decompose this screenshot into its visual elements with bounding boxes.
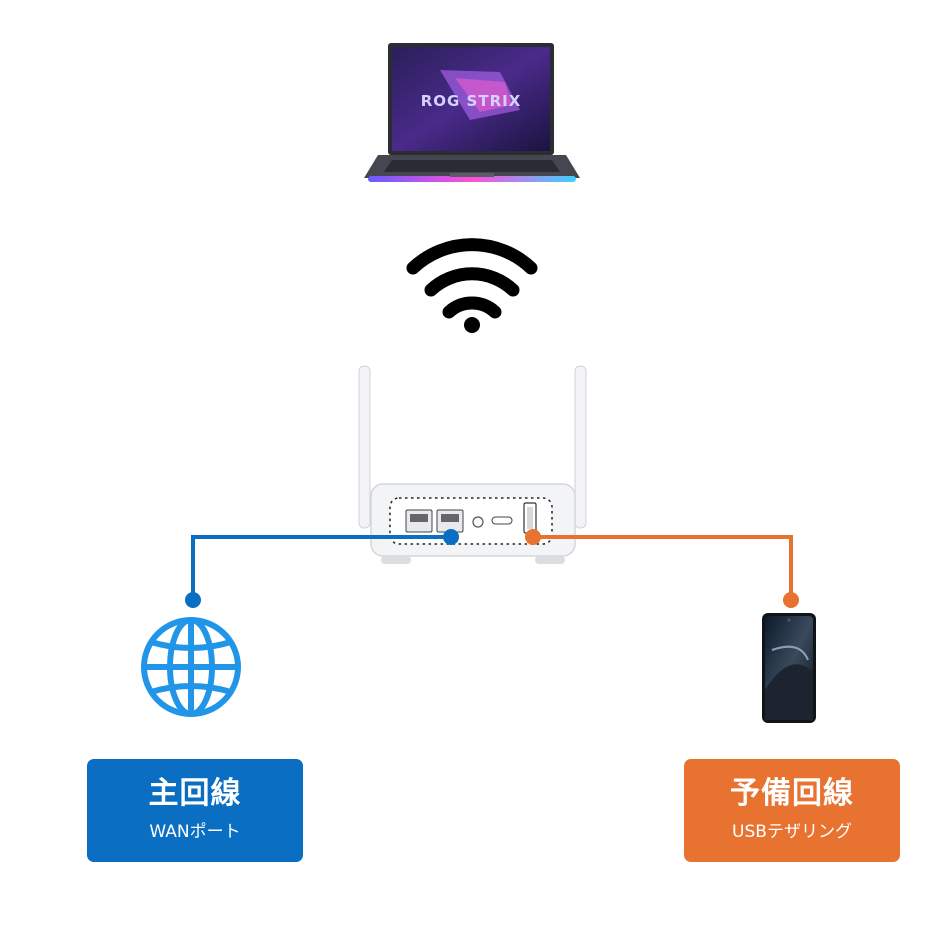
globe-icon xyxy=(141,617,241,717)
laptop-screen-logo: ROG STRIX xyxy=(421,92,522,110)
router-usbc-port xyxy=(491,516,513,525)
phone-camera xyxy=(787,618,791,622)
wan-line-endpoint-globe xyxy=(185,592,201,608)
wan-line-endpoint-router xyxy=(443,529,459,545)
router-antenna-right xyxy=(574,365,587,529)
wan-connection-line xyxy=(185,529,459,608)
router-reset-button xyxy=(472,516,484,528)
router-antenna-left xyxy=(358,365,371,529)
primary-line-label: 主回線 WANポート xyxy=(87,759,303,862)
smartphone-icon xyxy=(762,613,816,723)
backup-line-subtitle: USBテザリング xyxy=(732,822,852,842)
usb-line-endpoint-router xyxy=(525,529,541,545)
backup-line-label: 予備回線 USBテザリング xyxy=(684,759,900,862)
backup-line-title: 予備回線 xyxy=(730,776,854,811)
primary-line-subtitle: WANポート xyxy=(149,822,241,842)
router-icon xyxy=(358,365,587,564)
laptop-light-bar xyxy=(368,176,576,182)
laptop-trackpad xyxy=(450,173,494,177)
router-foot-right xyxy=(535,556,565,564)
wifi-icon xyxy=(406,238,538,333)
usb-line-endpoint-phone xyxy=(783,592,799,608)
laptop-icon: ROG STRIX xyxy=(364,43,580,182)
primary-line-title: 主回線 xyxy=(148,776,242,811)
laptop-keyboard xyxy=(384,160,560,172)
wifi-dot xyxy=(464,317,480,333)
router-foot-left xyxy=(381,556,411,564)
usb-connection-line xyxy=(525,529,799,608)
